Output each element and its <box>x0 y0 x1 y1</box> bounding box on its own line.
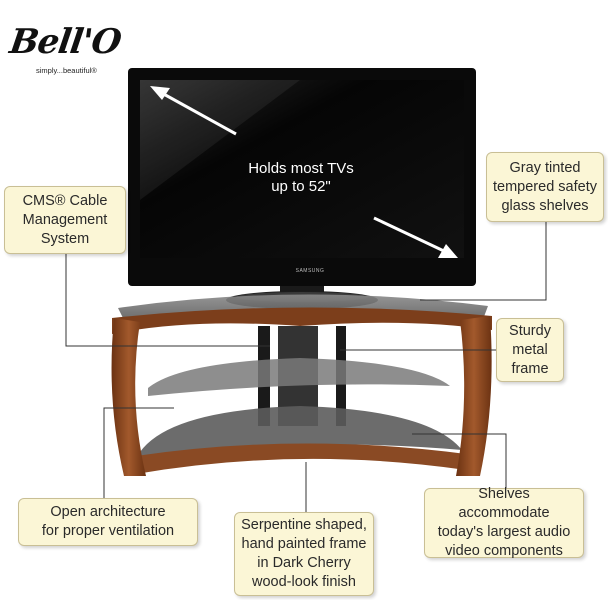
callout-glass-line1: Gray tinted <box>509 159 581 176</box>
left-leg <box>111 318 146 476</box>
callout-metal-frame: Sturdy metal frame <box>496 318 564 382</box>
logo-mark: Bell'O <box>7 22 124 62</box>
tv-glare <box>140 80 300 200</box>
tv-headline-line2: up to 52" <box>271 178 331 195</box>
arrow-top-left-head <box>150 86 170 100</box>
callout-glass-shelves: Gray tinted tempered safety glass shelve… <box>486 152 604 222</box>
callout-serpentine-frame: Serpentine shaped, hand painted frame in… <box>234 512 374 596</box>
tv-stand <box>111 294 492 476</box>
callout-shelves-line3: video components <box>445 543 563 559</box>
callout-open-line1: Open architecture <box>50 504 166 520</box>
middle-glass-shelf <box>148 358 450 396</box>
callout-cms-line2: Management <box>22 211 108 228</box>
tv-headline-line1: Holds most TVs <box>248 160 354 177</box>
callout-cms-line3: System <box>40 230 90 247</box>
leader-cms <box>65 252 270 347</box>
callout-shelves-line1: Shelves accommodate <box>458 486 550 521</box>
callout-glass-line3: glass shelves <box>501 197 589 214</box>
callout-serpentine-line4: wood-look finish <box>252 574 356 590</box>
leader-glass <box>420 222 547 301</box>
brand-logo: Bell'O simply...beautiful® <box>7 22 123 82</box>
tv-brand: SAMSUNG <box>295 268 325 274</box>
callout-cms-line1: CMS® Cable <box>22 192 108 209</box>
leader-lines <box>65 222 547 512</box>
tv-headline: Holds most TVs up to 52" <box>236 160 366 196</box>
callout-serpentine-line3: in Dark Cherry <box>257 555 351 571</box>
callout-shelves-line2: today's largest audio <box>437 524 571 540</box>
callout-open-architecture: Open architecture for proper ventilation <box>18 498 198 546</box>
callout-metal-line1: Sturdy <box>509 322 551 339</box>
callout-shelves-accommodate: Shelves accommodate today's largest audi… <box>424 486 584 559</box>
serpentine-base <box>136 443 466 474</box>
callout-open-line2: for proper ventilation <box>41 523 175 539</box>
leader-open <box>103 407 174 498</box>
arrow-top-left <box>159 90 237 136</box>
arrow-bottom-right <box>373 216 447 254</box>
bottom-glass-shelf <box>140 406 462 458</box>
tv-neck <box>280 286 324 294</box>
top-wood-rail <box>112 307 492 334</box>
callout-serpentine-line1: Serpentine shaped, <box>241 517 367 533</box>
callout-glass-line2: tempered safety <box>493 178 597 195</box>
callout-metal-line2: metal <box>512 341 548 358</box>
right-leg <box>456 316 492 476</box>
leader-shelves <box>412 433 507 488</box>
callout-serpentine-line2: hand painted frame <box>241 536 367 552</box>
callout-metal-line3: frame <box>511 360 549 377</box>
callout-cms-cable: CMS® Cable Management System <box>4 186 126 254</box>
logo-tagline: simply...beautiful® <box>36 66 97 75</box>
arrow-bottom-right-head <box>438 244 458 258</box>
